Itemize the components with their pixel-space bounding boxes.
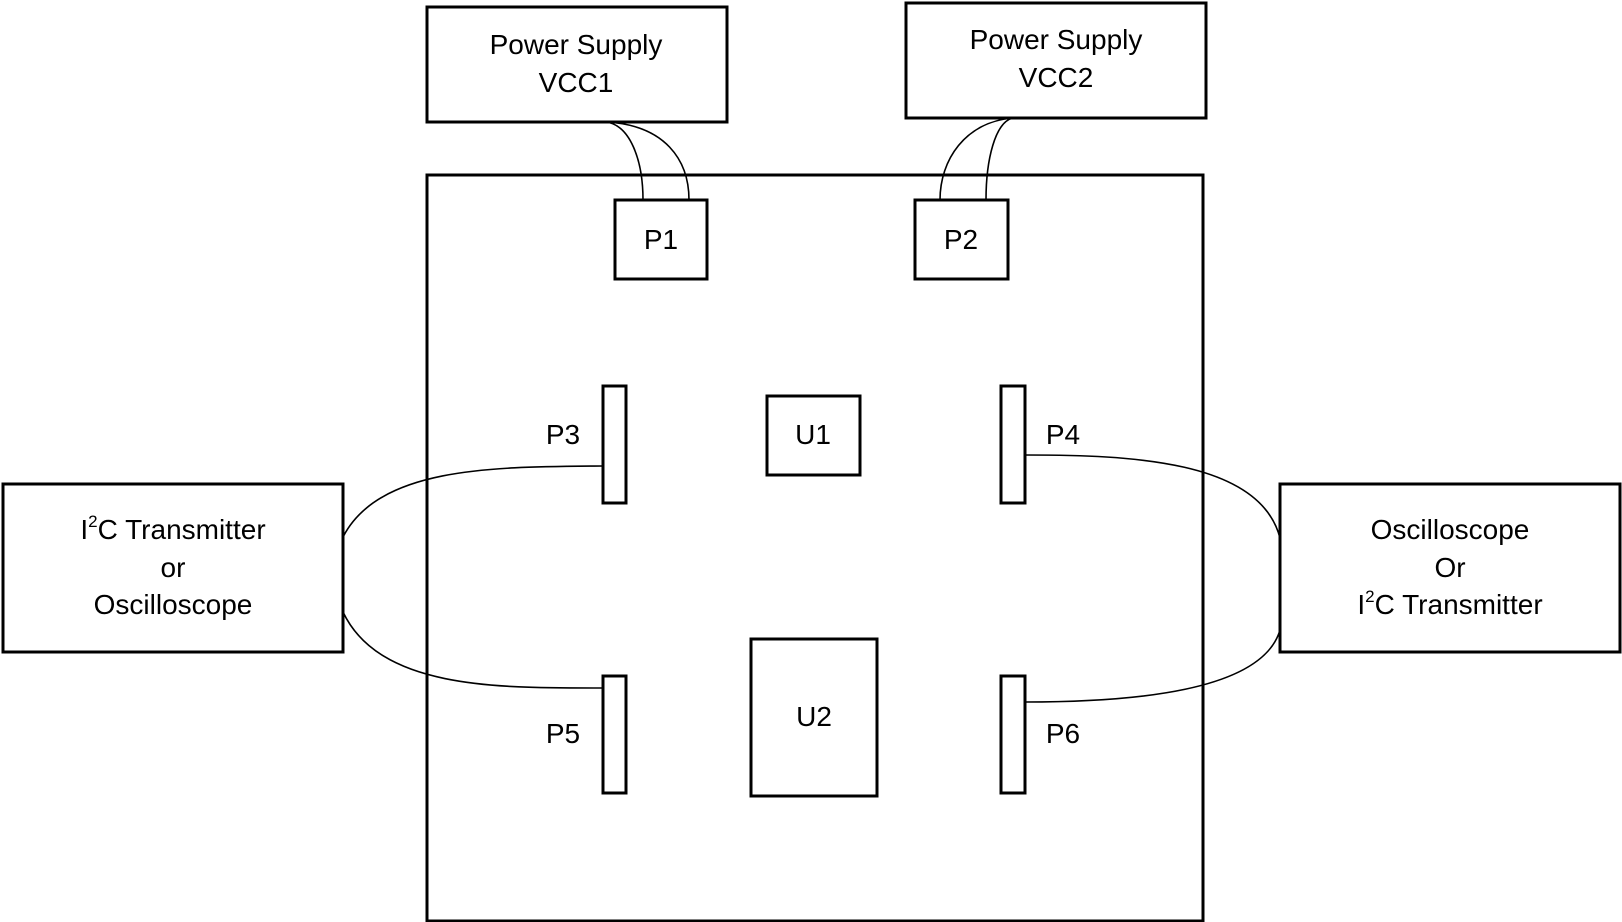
- connector-p1-label: P1: [644, 224, 678, 255]
- connector-p5-label: P5: [546, 718, 580, 749]
- vcc1-wire-2: [605, 121, 690, 201]
- cable-p6-to-right: [1024, 629, 1281, 703]
- cable-left-to-p3: [342, 465, 604, 538]
- connector-p3: P3: [546, 384, 628, 505]
- connector-p5: P5: [546, 674, 628, 795]
- right-equipment-box: Oscilloscope Or I2C Transmitter: [1278, 482, 1622, 654]
- connector-p1: P1: [613, 198, 709, 281]
- connector-p6-label: P6: [1046, 718, 1080, 749]
- connector-p4-label: P4: [1046, 419, 1080, 450]
- right-equipment-line2: Or: [1434, 552, 1465, 583]
- right-equipment-line3: I2C Transmitter: [1357, 587, 1542, 620]
- chip-u1: U1: [765, 394, 862, 477]
- right-equipment-line1: Oscilloscope: [1371, 514, 1530, 545]
- vcc1-wire-1: [605, 121, 644, 201]
- connector-p4: P4: [999, 384, 1080, 505]
- left-equipment-line1: I2C Transmitter: [80, 512, 265, 545]
- cable-p4-to-right: [1024, 454, 1281, 539]
- power-supply-vcc2-voltage: VCC2: [1019, 62, 1094, 93]
- left-equipment-line3: Oscilloscope: [94, 589, 253, 620]
- power-supply-vcc2-title: Power Supply: [970, 24, 1143, 55]
- power-supply-vcc1: Power Supply VCC1: [425, 5, 729, 124]
- vcc2-wire-2: [985, 117, 1014, 201]
- power-supply-vcc2: Power Supply VCC2: [904, 1, 1208, 120]
- left-equipment-box: I2C Transmitter or Oscilloscope: [1, 482, 345, 654]
- chip-u2-label: U2: [796, 701, 832, 732]
- power-supply-vcc1-title: Power Supply: [490, 29, 663, 60]
- chip-u2: U2: [749, 637, 879, 798]
- connector-p2-label: P2: [944, 224, 978, 255]
- connector-p3-label: P3: [546, 419, 580, 450]
- vcc2-wire-1: [939, 117, 1014, 201]
- cable-left-to-p5: [342, 611, 604, 689]
- evaluation-board: [425, 173, 1205, 922]
- connector-p6: P6: [999, 674, 1080, 795]
- connector-p2: P2: [913, 198, 1010, 281]
- chip-u1-label: U1: [795, 419, 831, 450]
- power-supply-vcc1-voltage: VCC1: [539, 67, 614, 98]
- left-equipment-line2: or: [161, 552, 186, 583]
